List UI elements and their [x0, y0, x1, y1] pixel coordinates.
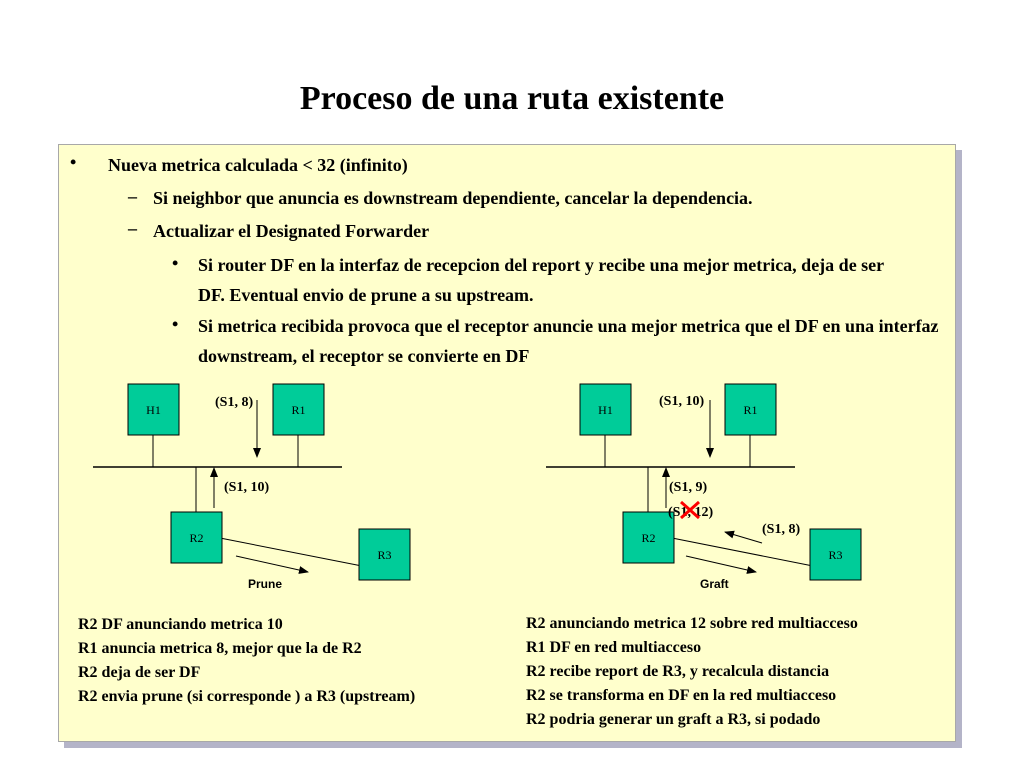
bullet-level3-a: Si router DF en la interfaz de recepcion… [198, 255, 884, 305]
right-caption: R2 anunciando metrica 12 sobre red multi… [526, 612, 858, 732]
left-r2-r3-link [219, 537, 363, 567]
right-caption-line: R2 podria generar un graft a R3, si poda… [526, 711, 821, 728]
left-node-r2: R2 [170, 511, 223, 564]
bullet-marker-l2-b: – [128, 218, 137, 238]
right-node-h1: H1 [579, 383, 632, 436]
left-label-top: (S1, 8) [215, 395, 253, 410]
svg-text:R2: R2 [189, 531, 203, 545]
right-label-mid: (S1, 9) [669, 480, 707, 495]
left-diagram: H1 R1 R2 R3 (S1, 8) (S1, 10) Prune [93, 383, 411, 591]
left-node-r3: R3 [358, 528, 411, 581]
left-node-r1: R1 [272, 383, 325, 436]
svg-text:H1: H1 [598, 403, 613, 417]
bullet-level2-b: Actualizar el Designated Forwarder [153, 221, 430, 241]
bullet-marker-l3-a: • [172, 253, 179, 273]
svg-text:R2: R2 [641, 531, 655, 545]
svg-text:H1: H1 [146, 403, 161, 417]
left-caption-line: R2 envia prune (si corresponde ) a R3 (u… [78, 688, 416, 705]
left-prune-label: Prune [248, 577, 282, 591]
svg-text:R1: R1 [743, 403, 757, 417]
bullet-level2-a: Si neighbor que anuncia es downstream de… [153, 188, 753, 208]
left-caption-line: R1 anuncia metrica 8, mejor que la de R2 [78, 640, 362, 657]
right-r2-r3-link [671, 537, 814, 567]
left-prune-arrow [235, 555, 309, 574]
bullet-marker-l3-b: • [172, 314, 179, 334]
right-node-r2: R2 [622, 511, 675, 564]
cross-mark-icon [680, 500, 700, 520]
bullet-level1: Nueva metrica calculada < 32 (infinito) [108, 155, 408, 175]
right-diagram: H1 R1 R2 R3 (S1, 10) (S1, 9) (S1, 12) (S… [546, 383, 862, 591]
bullet-marker-l1: • [70, 152, 77, 172]
left-caption-line: R2 deja de ser DF [78, 664, 201, 681]
right-graft-arrow [685, 555, 757, 574]
slide-title: Proceso de una ruta existente [299, 80, 725, 117]
right-caption-line: R2 anunciando metrica 12 sobre red multi… [526, 615, 858, 632]
svg-text:R3: R3 [377, 548, 391, 562]
left-caption: R2 DF anunciando metrica 10 R1 anuncia m… [78, 613, 415, 709]
right-node-r3: R3 [809, 528, 862, 581]
right-caption-line: R2 se transforma en DF en la red multiac… [526, 687, 837, 704]
right-graft-label: Graft [700, 577, 729, 591]
left-caption-line: R2 DF anunciando metrica 10 [78, 616, 283, 633]
bullet-marker-l2-a: – [128, 186, 137, 206]
svg-text:R1: R1 [291, 403, 305, 417]
left-label-mid: (S1, 10) [224, 480, 269, 495]
svg-text:R3: R3 [828, 548, 842, 562]
right-label-r3: (S1, 8) [762, 522, 800, 537]
right-label-top: (S1, 10) [659, 394, 704, 409]
left-node-h1: H1 [127, 383, 180, 436]
right-caption-line: R2 recibe report de R3, y recalcula dist… [526, 663, 830, 680]
content-panel [58, 144, 956, 742]
bullet-level3-b: Si metrica recibida provoca que el recep… [198, 316, 939, 366]
right-report-arrow [724, 530, 763, 544]
right-node-r1: R1 [724, 383, 777, 436]
right-caption-line: R1 DF en red multiacceso [526, 639, 702, 656]
